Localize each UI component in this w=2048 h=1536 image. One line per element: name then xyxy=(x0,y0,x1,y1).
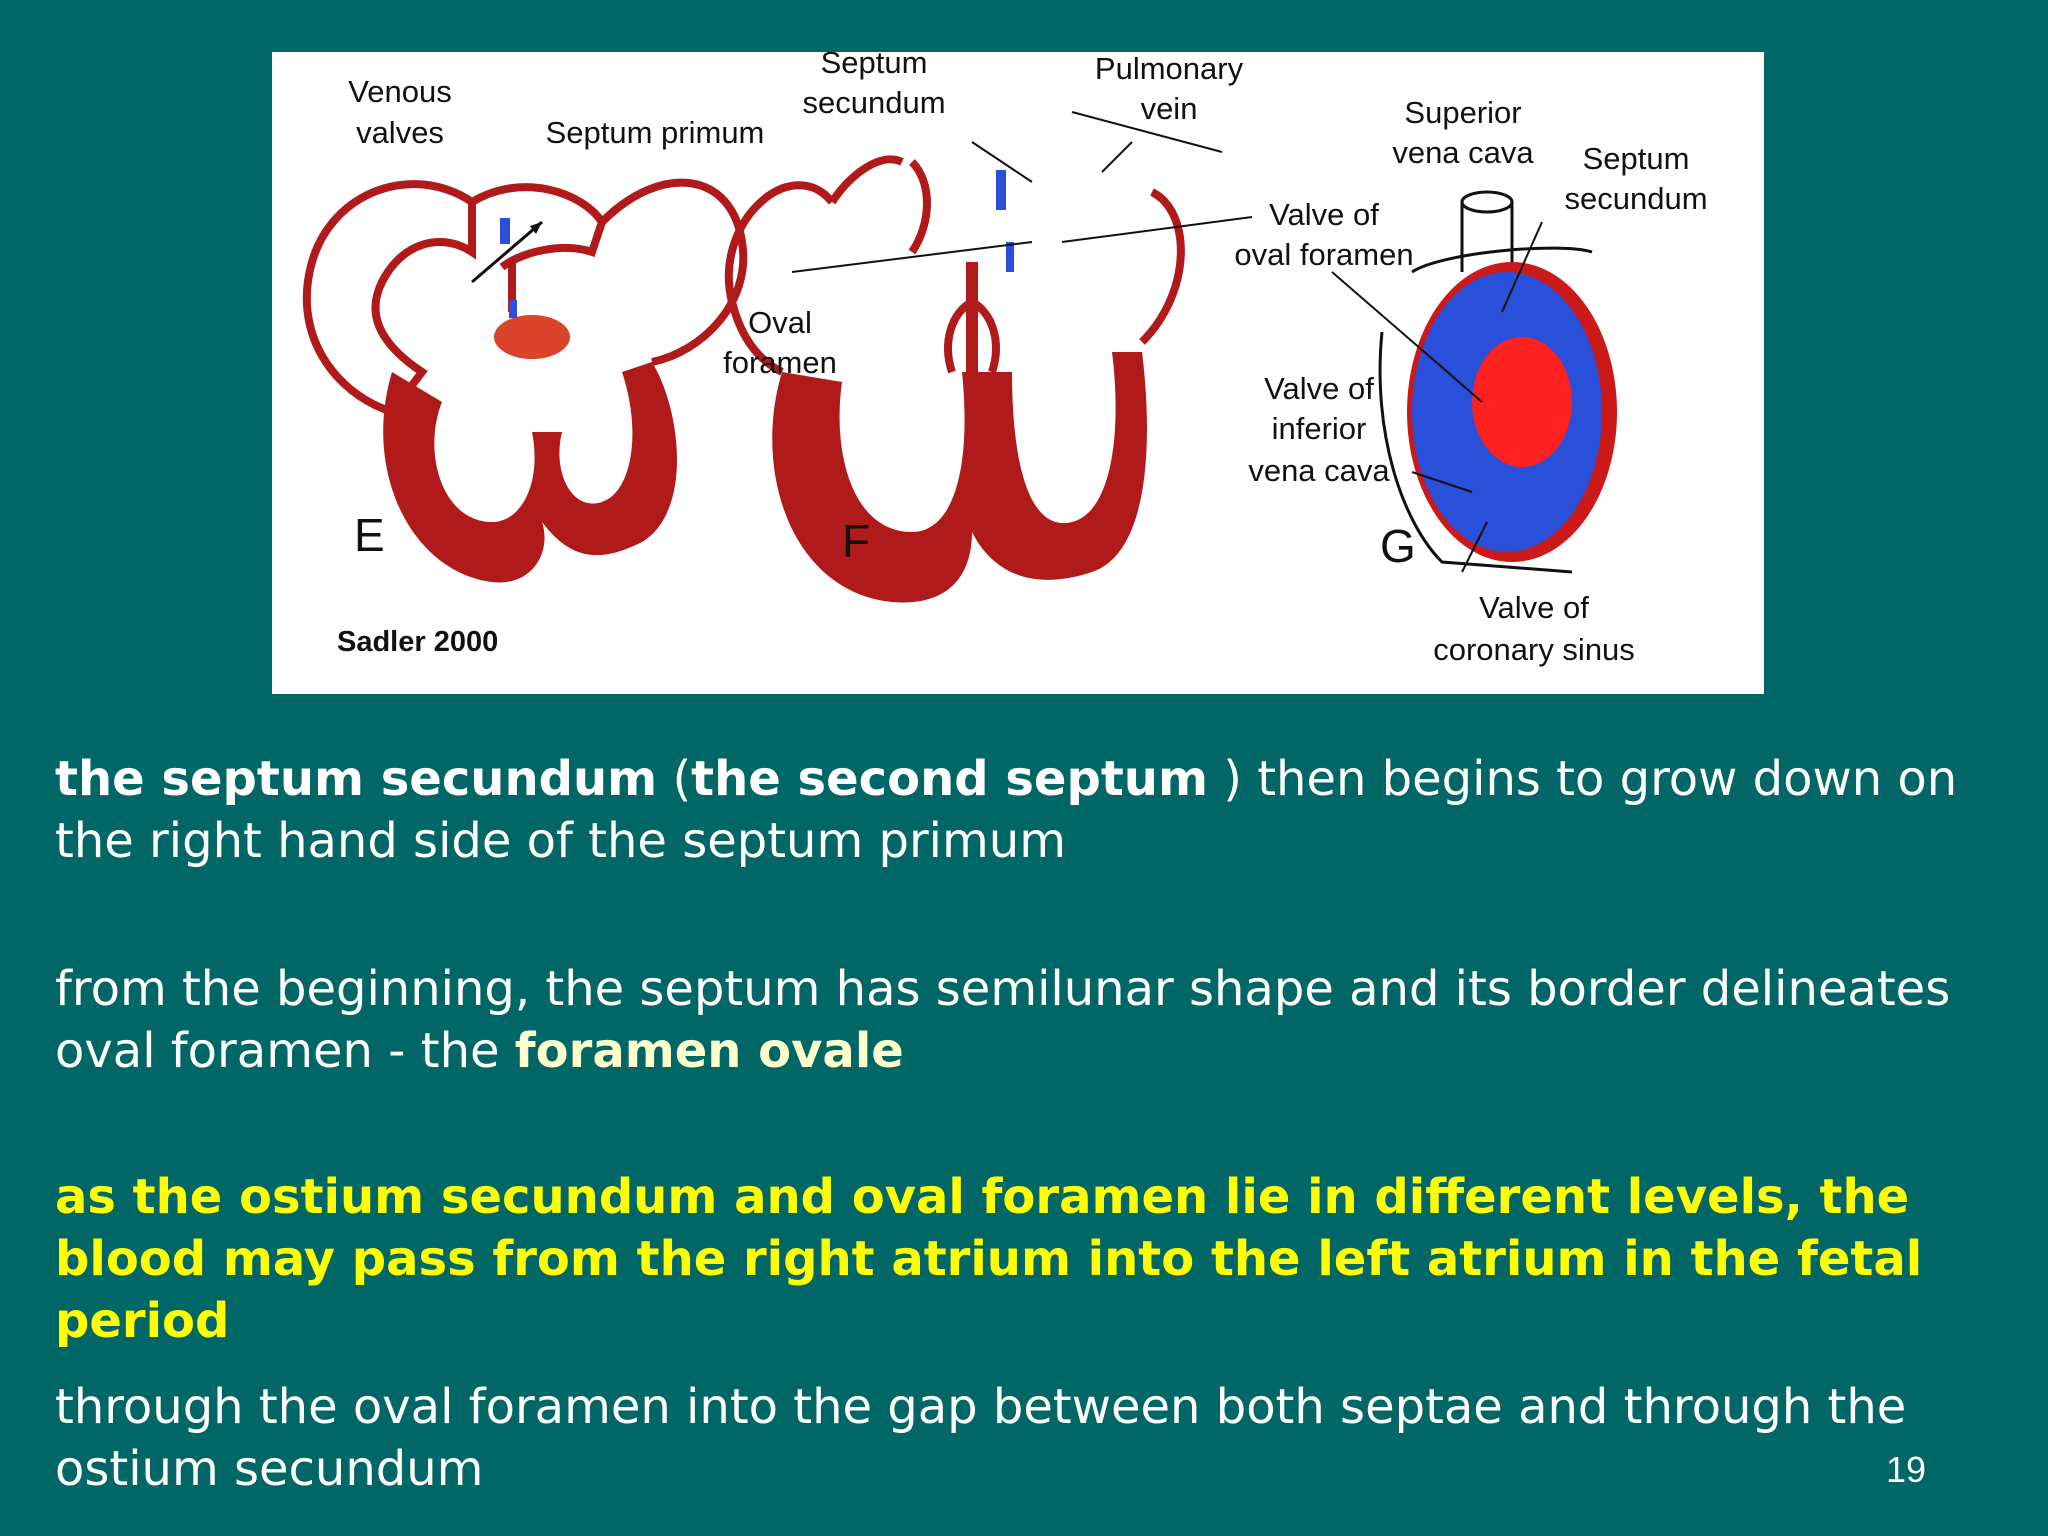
label-septum-secundum-f-2: secundum xyxy=(802,85,945,120)
label-oval-foramen-1: Oval xyxy=(748,305,812,340)
label-pulmonary-vein-1: Pulmonary xyxy=(1095,52,1244,86)
term-foramen-ovale: foramen ovale xyxy=(514,1023,904,1079)
label-septum-secundum-g-1: Septum xyxy=(1583,141,1690,176)
paragraph-4: through the oval foramen into the gap be… xyxy=(55,1379,1907,1497)
panel-e-drawing xyxy=(302,178,748,583)
panel-g-drawing xyxy=(1331,190,1617,574)
panel-f-drawing xyxy=(724,111,1253,603)
label-valve-ivc-3: vena cava xyxy=(1248,453,1390,488)
label-septum-secundum-g-2: secundum xyxy=(1564,181,1707,216)
term-second-septum: the second septum xyxy=(691,751,1208,807)
label-septum-secundum-f-1: Septum xyxy=(821,52,928,80)
figure-labels: Venous valves Septum primum Septum secun… xyxy=(337,52,1708,667)
term-septum-secundum: the septum secundum xyxy=(55,751,658,807)
label-septum-primum: Septum primum xyxy=(546,115,765,150)
label-superior-vena-cava-2: vena cava xyxy=(1392,135,1534,170)
label-venous-valves-1: Venous xyxy=(348,74,451,109)
figure-credit: Sadler 2000 xyxy=(337,626,498,658)
paren-open: ( xyxy=(657,751,692,807)
label-valve-oval-foramen-1: Valve of xyxy=(1269,197,1379,232)
page-number: 19 xyxy=(1885,1449,1926,1490)
paragraph-3: as the ostium secundum and oval foramen … xyxy=(55,1169,1923,1349)
paragraph-1: the septum secundum (the second septum )… xyxy=(55,748,2015,872)
panel-letter-g: G xyxy=(1380,520,1416,572)
label-superior-vena-cava-1: Superior xyxy=(1404,95,1521,130)
label-valve-coronary-sinus-1: Valve of xyxy=(1479,590,1589,625)
heart-septation-figure: Venous valves Septum primum Septum secun… xyxy=(272,52,1764,694)
panel-letter-f: F xyxy=(842,515,870,567)
label-valve-oval-foramen-2: oval foramen xyxy=(1234,237,1413,272)
label-valve-ivc-1: Valve of xyxy=(1264,371,1374,406)
paragraph-1-rest: ) then begins to grow down on the right … xyxy=(55,751,1958,869)
label-valve-ivc-2: inferior xyxy=(1272,411,1367,446)
label-pulmonary-vein-2: vein xyxy=(1141,91,1198,126)
panel-letter-e: E xyxy=(354,509,385,561)
label-venous-valves-2: valves xyxy=(356,115,444,150)
paragraph-2: from the beginning, the septum has semil… xyxy=(55,958,2015,1082)
paragraph-2-text: from the beginning, the septum has semil… xyxy=(55,961,1951,1079)
label-oval-foramen-2: foramen xyxy=(723,345,837,380)
label-valve-coronary-sinus-2: coronary sinus xyxy=(1433,632,1635,667)
